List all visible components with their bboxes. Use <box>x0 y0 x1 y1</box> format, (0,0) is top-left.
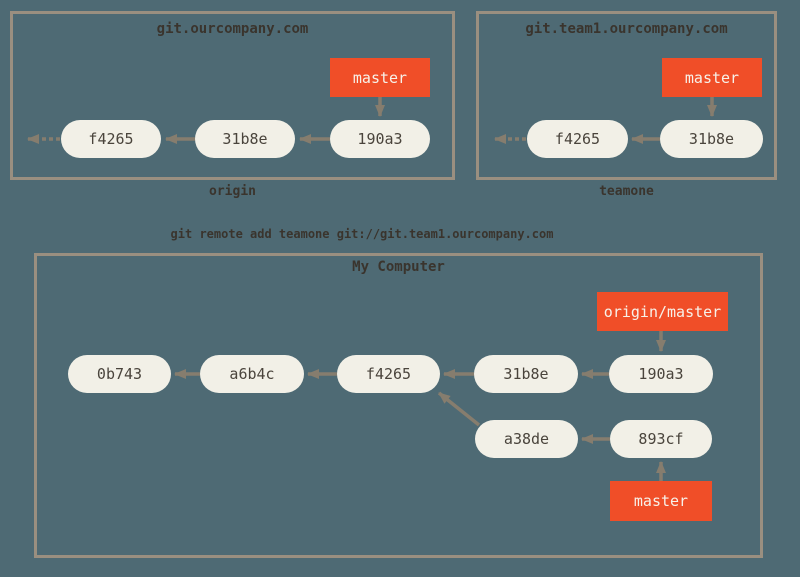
local-commit-f4265: f4265 <box>337 355 440 393</box>
local-commit-190a3: 190a3 <box>609 355 713 393</box>
origin-master-remote-ref: origin/master <box>597 292 728 331</box>
my-computer-box <box>34 253 763 558</box>
teamone-commit-f4265: f4265 <box>527 120 628 158</box>
origin-remote-box <box>10 11 455 180</box>
teamone-master-ref: master <box>662 58 762 97</box>
teamone-remote-box <box>476 11 777 180</box>
origin-remote-label: origin <box>209 184 256 199</box>
local-commit-0b743: 0b743 <box>68 355 171 393</box>
origin-commit-31b8e: 31b8e <box>195 120 295 158</box>
origin-commit-f4265: f4265 <box>61 120 161 158</box>
teamone-remote-title: git.team1.ourcompany.com <box>525 21 728 37</box>
local-commit-a38de: a38de <box>475 420 578 458</box>
teamone-commit-31b8e: 31b8e <box>660 120 763 158</box>
origin-remote-title: git.ourcompany.com <box>156 21 309 37</box>
my-computer-title: My Computer <box>352 259 445 275</box>
local-commit-a6b4c: a6b4c <box>200 355 304 393</box>
teamone-remote-label: teamone <box>599 184 654 199</box>
origin-master-ref: master <box>330 58 430 97</box>
origin-commit-190a3: 190a3 <box>330 120 430 158</box>
local-commit-893cf: 893cf <box>610 420 712 458</box>
local-master-ref: master <box>610 481 712 521</box>
local-commit-31b8e: 31b8e <box>474 355 578 393</box>
git-command-text: git remote add teamone git://git.team1.o… <box>170 227 554 241</box>
